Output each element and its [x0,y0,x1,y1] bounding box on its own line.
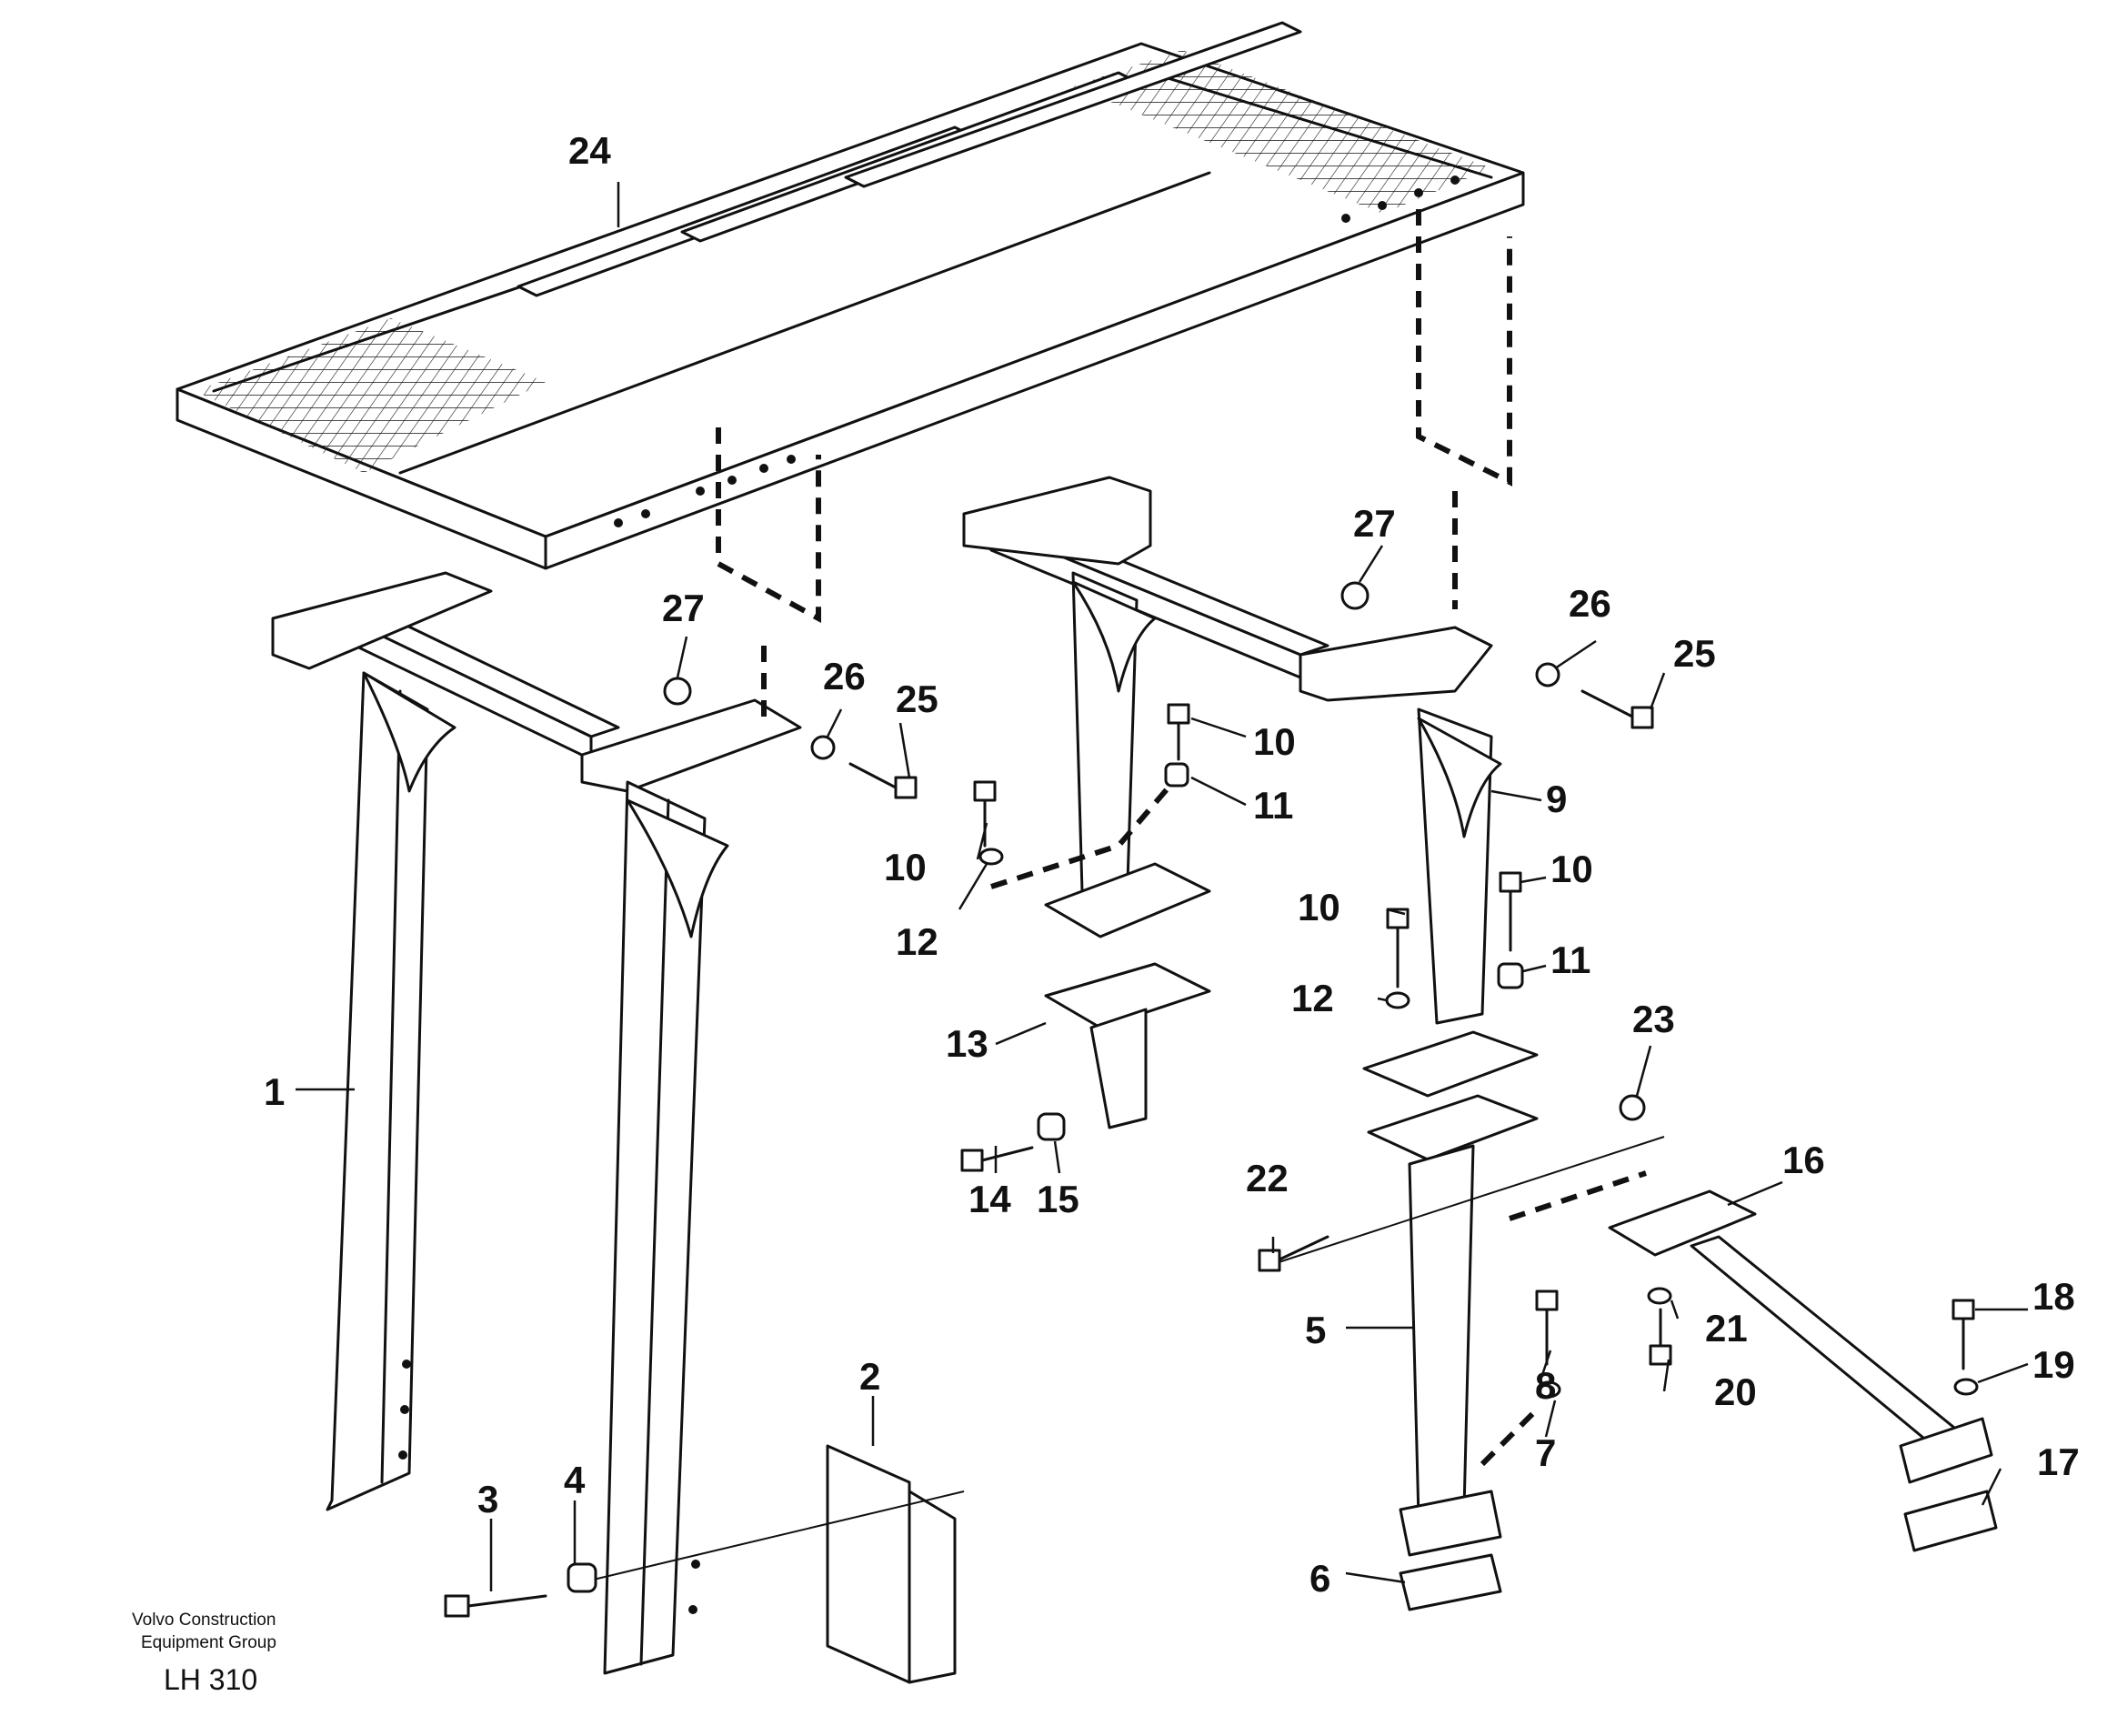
callout-3: 3 [477,1478,498,1520]
washer-12b-icon [1385,991,1410,1009]
callouts: 1 2 3 4 5 6 7 8 9 10 10 10 10 11 11 12 1… [264,129,2080,1600]
callout-6: 6 [1309,1557,1330,1600]
bolt-8-icon [1535,1289,1559,1366]
mounting-plate-part-2 [826,1444,957,1684]
bolt-10a-icon [1167,703,1190,761]
platform-part-24 [176,21,1525,570]
washer-19-icon [1953,1378,1979,1396]
footer-line-2: Equipment Group [141,1633,276,1652]
nut-27-left-icon [663,677,692,706]
bolt-25-left-icon [848,762,918,799]
callout-8: 8 [1535,1364,1556,1407]
washer-7-icon [1536,1380,1561,1399]
callout-20: 20 [1714,1370,1757,1413]
callout-15: 15 [1037,1178,1079,1220]
callout-11b: 11 [1550,938,1590,981]
callout-12b: 12 [1291,977,1334,1019]
bolt-14-icon [960,1146,1034,1172]
callout-9: 9 [1546,778,1567,820]
callout-11a: 11 [1253,784,1293,827]
callout-23: 23 [1632,998,1675,1040]
footer-code: LH 310 [164,1663,257,1696]
bolt-10c-icon [1386,908,1410,988]
callout-10a: 10 [1253,720,1296,763]
callout-27a: 27 [662,587,705,629]
spacer-11a-icon [1164,762,1189,788]
callout-13: 13 [946,1022,988,1065]
lower-support-part-5 [1362,1030,1539,1611]
bolt-22-icon [1258,1235,1329,1272]
base-plate-part-13 [1044,862,1211,1129]
callout-22: 22 [1246,1157,1289,1199]
callout-4: 4 [564,1459,586,1501]
callout-25b: 25 [1673,632,1716,675]
bolt-10d-icon [1499,871,1522,952]
callout-14: 14 [968,1178,1011,1220]
callout-16: 16 [1782,1139,1825,1181]
bolt-3-icon [444,1594,547,1618]
callout-27b: 27 [1353,502,1396,545]
bolt-18-icon [1951,1299,1975,1370]
assembly-lines [581,209,1665,1583]
footer: Volvo Construction Equipment Group LH 31… [132,1611,276,1696]
callout-10b: 10 [884,846,927,888]
callout-10c: 10 [1298,886,1340,928]
callout-leaders [296,182,2029,1591]
washer-26-left-icon [810,735,836,760]
footer-line-1: Volvo Construction [132,1611,276,1630]
washer-12a-icon [978,848,1004,866]
nut-27-right-icon [1340,581,1370,610]
center-stand-part-9 [962,476,1502,1025]
callout-17: 17 [2037,1440,2080,1483]
callout-10d: 10 [1550,848,1593,890]
left-stand-part-1 [271,571,802,1675]
callout-26b: 26 [1569,582,1611,625]
spacer-11b-icon [1497,962,1524,989]
callout-5: 5 [1305,1309,1326,1351]
washer-21-icon [1647,1287,1672,1305]
callout-25a: 25 [896,677,938,720]
callout-24: 24 [568,129,611,172]
spacer-15-icon [1037,1112,1066,1141]
callout-26a: 26 [823,655,866,697]
bolt-10b-icon [973,780,997,848]
callout-1: 1 [264,1070,285,1113]
callout-18: 18 [2032,1275,2075,1318]
nut-23-icon [1619,1094,1646,1121]
bolt-20-icon [1649,1308,1672,1366]
callout-19: 19 [2032,1343,2075,1386]
spacer-4-icon [567,1562,597,1593]
washer-26-right-icon [1535,662,1560,687]
fasteners [444,581,1979,1618]
callout-7: 7 [1535,1431,1556,1474]
callout-21: 21 [1705,1307,1748,1350]
diagonal-brace-part-16 [1608,1189,1998,1552]
callout-2: 2 [859,1355,880,1398]
callout-12a: 12 [896,920,938,963]
bolt-25-right-icon [1580,689,1654,729]
